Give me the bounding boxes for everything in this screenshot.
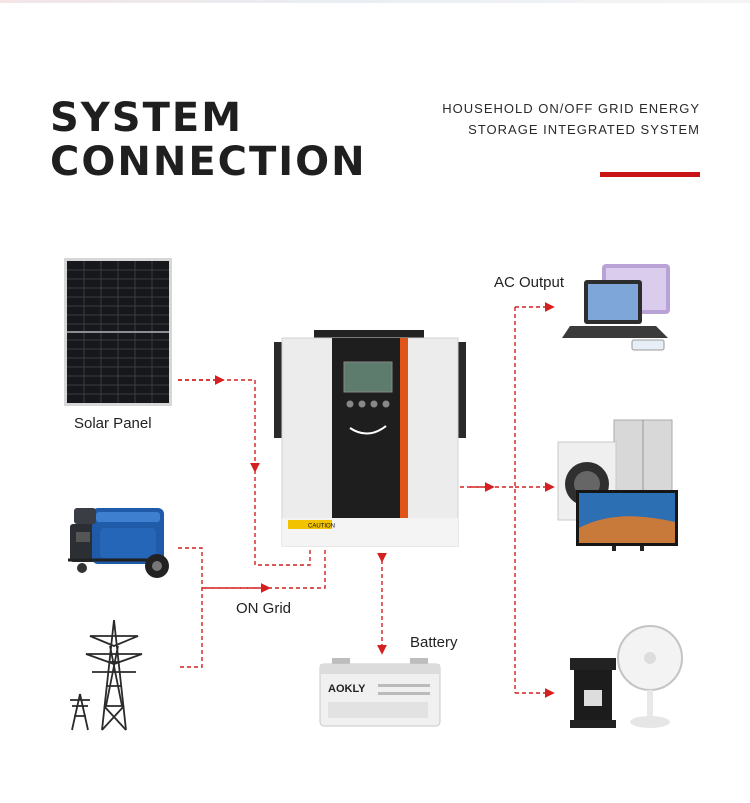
solar-panel-icon <box>64 258 172 406</box>
page-title: SYSTEM CONNECTION <box>50 96 367 184</box>
title-line-1: SYSTEM <box>50 95 243 141</box>
appliances-tv-icon <box>556 418 678 552</box>
top-decor-strip <box>0 0 750 3</box>
ac-output-label: AC Output <box>494 274 565 291</box>
inverter-icon: CAUTION <box>274 330 466 558</box>
line-inverter-to-grid <box>254 470 311 566</box>
coffee-machine-fan-icon <box>566 622 684 732</box>
subtitle-line-2: STORAGE INTEGRATED SYSTEM <box>468 122 700 137</box>
generator-icon <box>62 502 174 582</box>
laptop-tablet-icon <box>560 262 678 354</box>
battery-brand-label: AOKLY <box>328 683 366 695</box>
inverter-caution-label: CAUTION <box>308 524 335 530</box>
battery-icon: AOKLY <box>318 654 442 728</box>
accent-bar <box>600 172 700 177</box>
line-generator <box>178 547 203 668</box>
page-subtitle: HOUSEHOLD ON/OFF GRID ENERGY STORAGE INT… <box>442 98 700 140</box>
line-solar-to-inverter <box>178 379 260 473</box>
solar-panel-label: Solar Panel <box>74 415 152 432</box>
subtitle-line-1: HOUSEHOLD ON/OFF GRID ENERGY <box>442 101 700 116</box>
on-grid-label: ON Grid <box>236 600 292 617</box>
power-tower-icon <box>66 616 162 732</box>
battery-label: Battery <box>410 634 458 651</box>
title-line-2: CONNECTION <box>50 139 367 185</box>
